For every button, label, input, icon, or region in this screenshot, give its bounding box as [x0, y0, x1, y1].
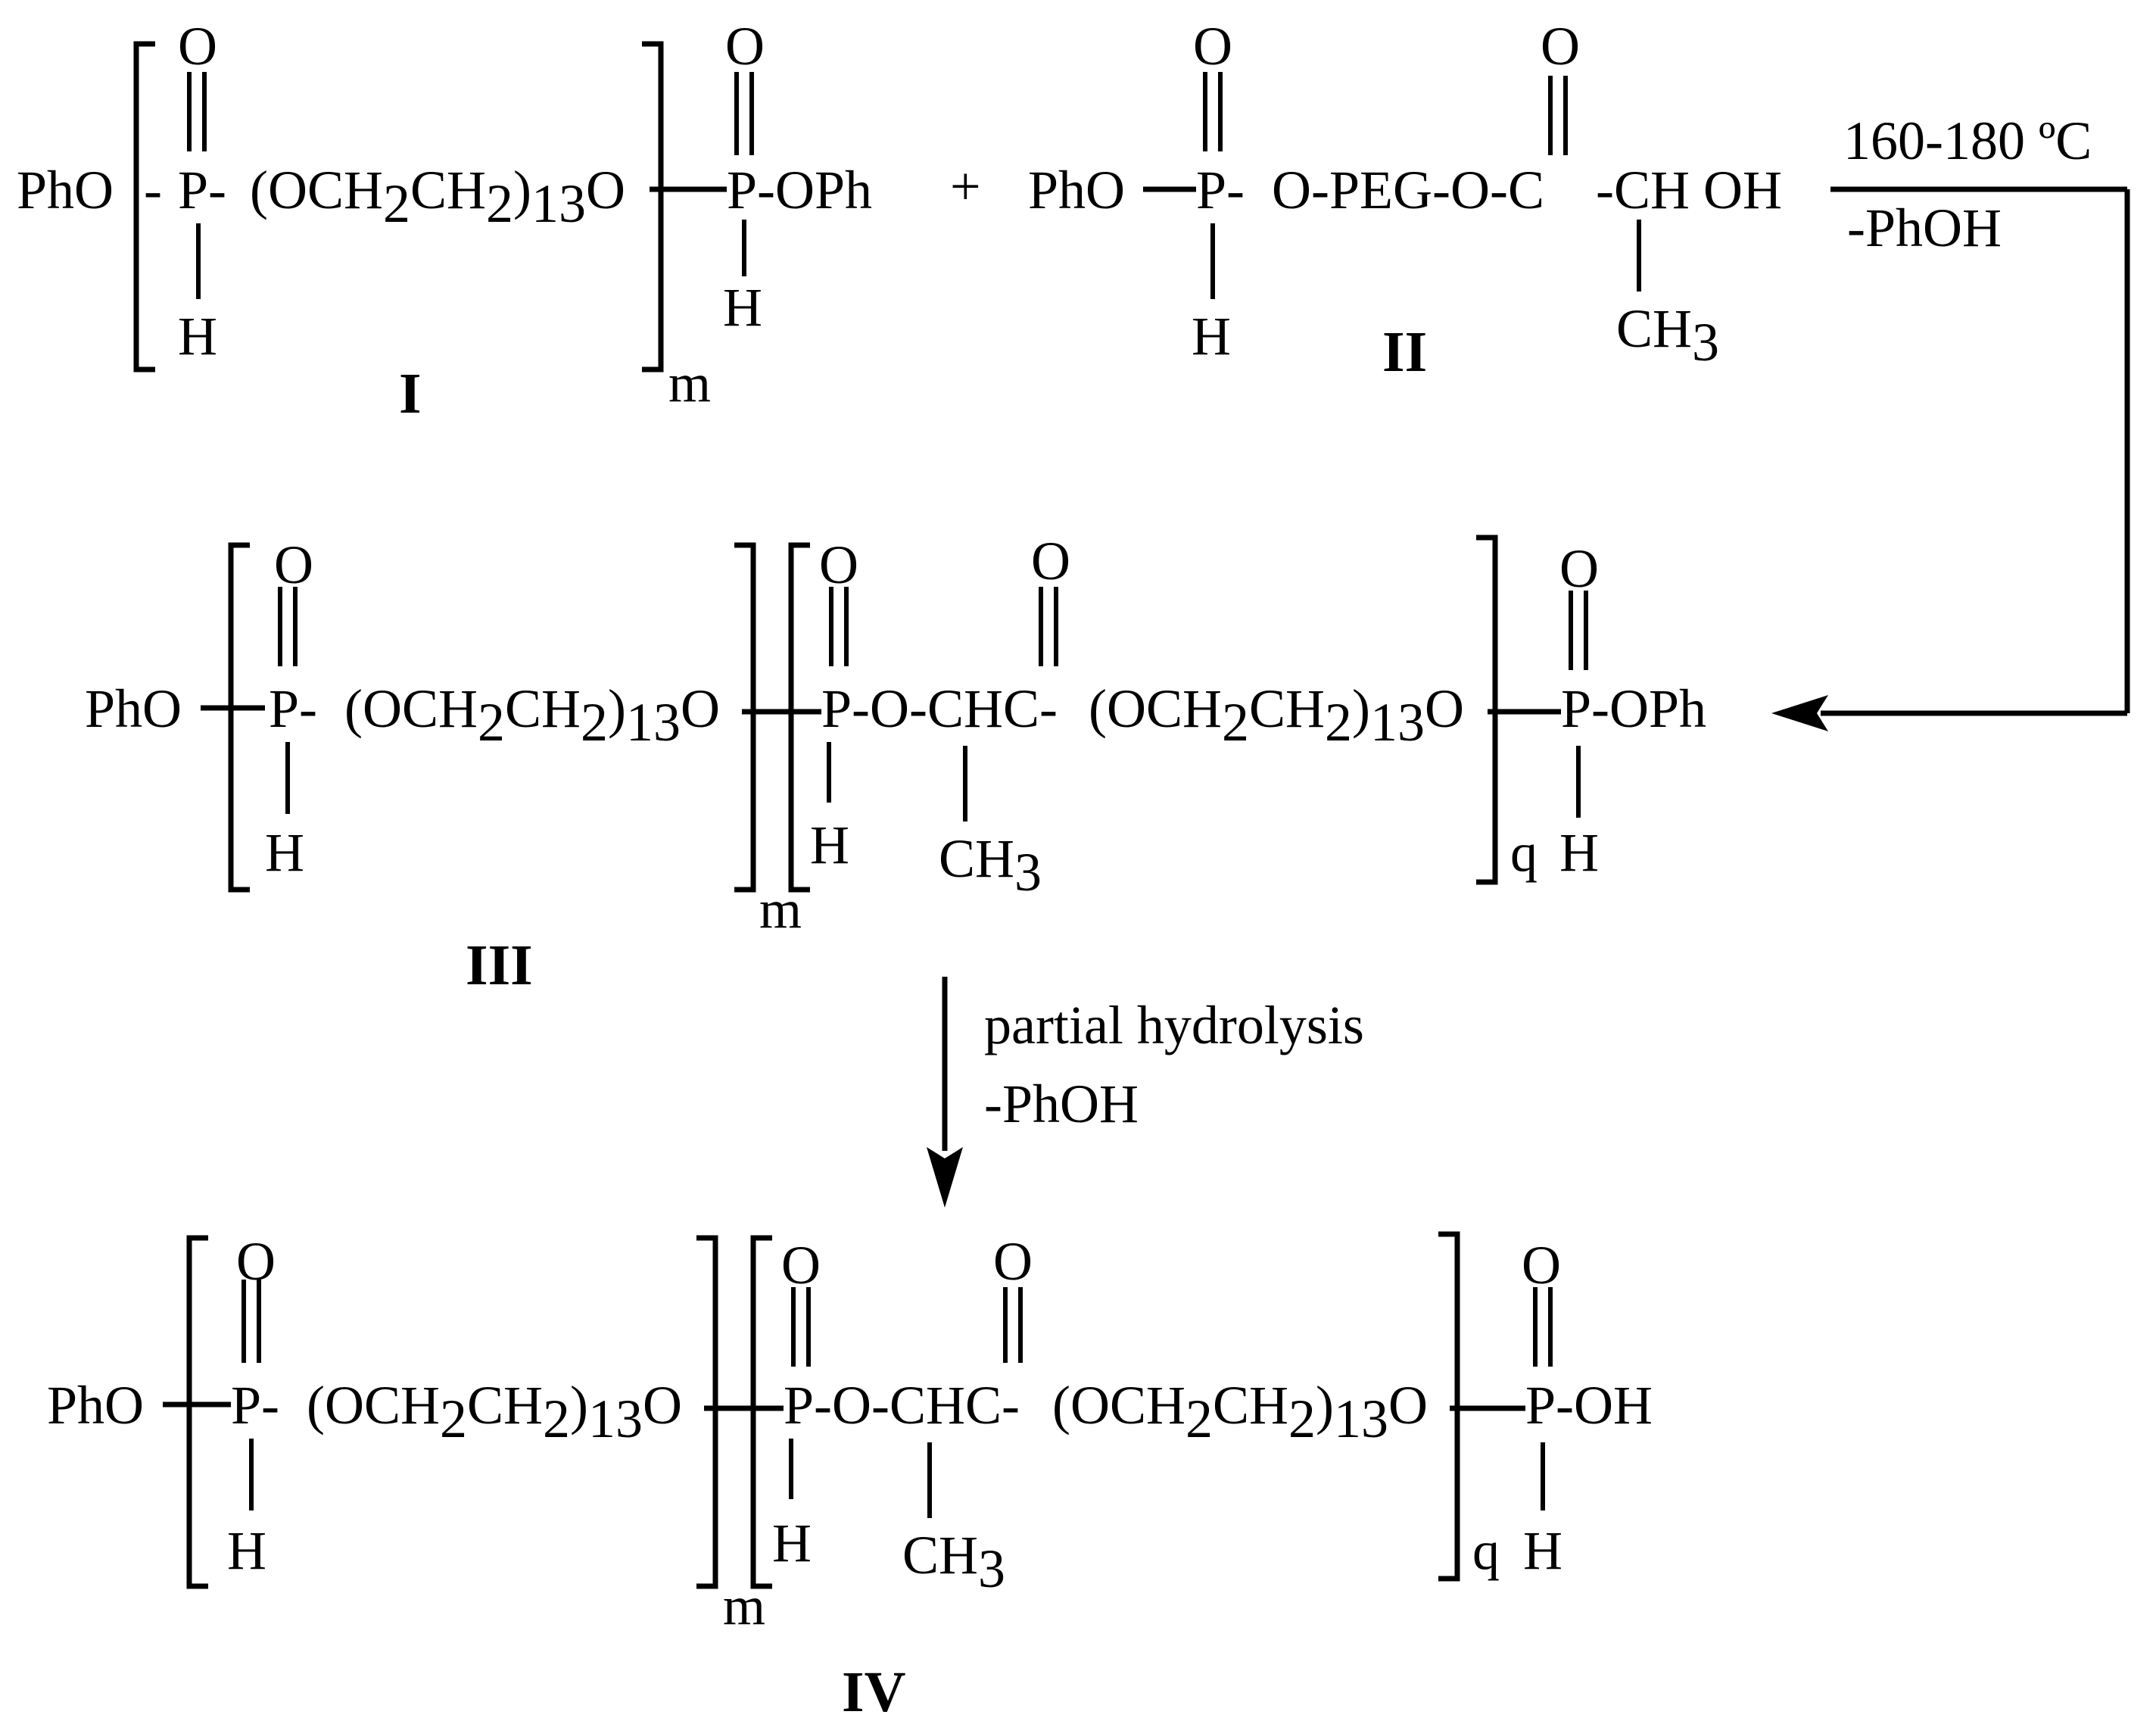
end-group: P-OH: [1525, 1375, 1653, 1436]
lactate-unit: P-O-CHC-: [821, 678, 1058, 739]
bracket-right-1: [734, 542, 756, 893]
peg-unit: (OCH2CH2)13O: [250, 160, 625, 234]
end-group: P-OPh: [1561, 678, 1706, 739]
bracket-left-1: [186, 1235, 208, 1589]
methyl-group: CH3: [1616, 298, 1719, 373]
p-atom: P-: [1196, 160, 1245, 220]
end-h-atom: H: [1559, 822, 1599, 883]
h-atom: H: [178, 306, 217, 366]
lactate-unit: P-O-CHC-: [784, 1375, 1020, 1436]
compound-label-iv: IV: [842, 1660, 906, 1724]
byproduct-label: -PhOH: [984, 1074, 1139, 1134]
oxo-o: O: [236, 1231, 276, 1292]
compound-label-ii: II: [1382, 320, 1427, 384]
carbonyl-o: O: [1541, 16, 1580, 76]
oxo-o-b: O: [781, 1235, 821, 1295]
oxo-o: O: [274, 535, 313, 595]
end-h-atom: H: [1523, 1520, 1562, 1581]
compound-iv: PhO P- O H (OCH2CH2)13O m P-O-CHC- O H O…: [47, 1231, 1653, 1724]
pho-text: PhO: [1028, 160, 1125, 220]
compound-iii: PhO P- O H (OCH2CH2)13O m P-O-CHC- O H O…: [85, 531, 1706, 997]
h-atom: H: [265, 822, 304, 883]
oxo-o-b: O: [819, 535, 858, 595]
condition-temperature: 160-180 ºC: [1843, 111, 2092, 171]
p-atom: P-: [178, 160, 226, 220]
m-subscript: m: [668, 353, 711, 413]
carbonyl-o: O: [993, 1231, 1033, 1292]
compound-ii: PhO P- O H O-PEG-O-C O -CH OH CH3 II: [1028, 16, 1782, 384]
bracket-right: [642, 41, 664, 373]
peg-unit: (OCH2CH2)13O: [307, 1375, 682, 1449]
compound-i: PhO - P- O H (OCH2CH2)13O m P-OPh O H I: [17, 16, 872, 426]
arrowhead-down: [927, 1147, 963, 1208]
dash-text: -: [144, 160, 162, 220]
methyl-group: CH3: [902, 1525, 1005, 1599]
h-atom: H: [227, 1520, 266, 1581]
end-oxo-o: O: [725, 16, 765, 76]
q-subscript: q: [1510, 822, 1538, 883]
reaction-arrow-1: 160-180 ºC -PhOH: [1771, 111, 2130, 731]
h-atom-b: H: [810, 815, 849, 875]
ch-oh-group: -CH OH: [1596, 160, 1782, 220]
bracket-left-2: [788, 542, 810, 893]
end-oxo-o: O: [1522, 1235, 1561, 1295]
condition-byproduct: -PhOH: [1847, 198, 2002, 258]
ester-chain: O-PEG-O-C: [1272, 160, 1544, 220]
bracket-left-1: [228, 542, 250, 893]
plus-sign: +: [950, 156, 981, 217]
bracket-right-1: [696, 1235, 718, 1589]
oxo-o: O: [1193, 16, 1232, 76]
end-oxo-o: O: [1559, 538, 1599, 599]
arrowhead-left: [1771, 695, 1828, 731]
reaction-arrow-2: partial hydrolysis -PhOH: [927, 977, 1364, 1208]
pho-text: PhO: [17, 160, 114, 220]
end-group: P-OPh: [727, 160, 872, 220]
pho-text: PhO: [85, 678, 182, 739]
compound-label-i: I: [399, 362, 422, 426]
q-subscript: q: [1472, 1520, 1500, 1581]
carbonyl-o: O: [1031, 531, 1070, 591]
compound-label-iii: III: [466, 934, 533, 997]
p-atom: P-: [269, 678, 317, 739]
p-atom: P-: [231, 1375, 279, 1436]
bracket-left: [133, 41, 155, 373]
hydrolysis-label: partial hydrolysis: [984, 995, 1364, 1055]
peg-unit-2: (OCH2CH2)13O: [1089, 678, 1464, 753]
methyl-group: CH3: [939, 828, 1042, 903]
peg-unit: (OCH2CH2)13O: [344, 678, 720, 753]
oxo-o: O: [178, 16, 217, 76]
peg-unit-2: (OCH2CH2)13O: [1052, 1375, 1428, 1449]
h-atom: H: [1192, 306, 1231, 366]
bracket-left-2: [750, 1235, 772, 1589]
h-atom-b: H: [772, 1513, 812, 1573]
end-h-atom: H: [723, 277, 762, 338]
pho-text: PhO: [47, 1375, 144, 1436]
